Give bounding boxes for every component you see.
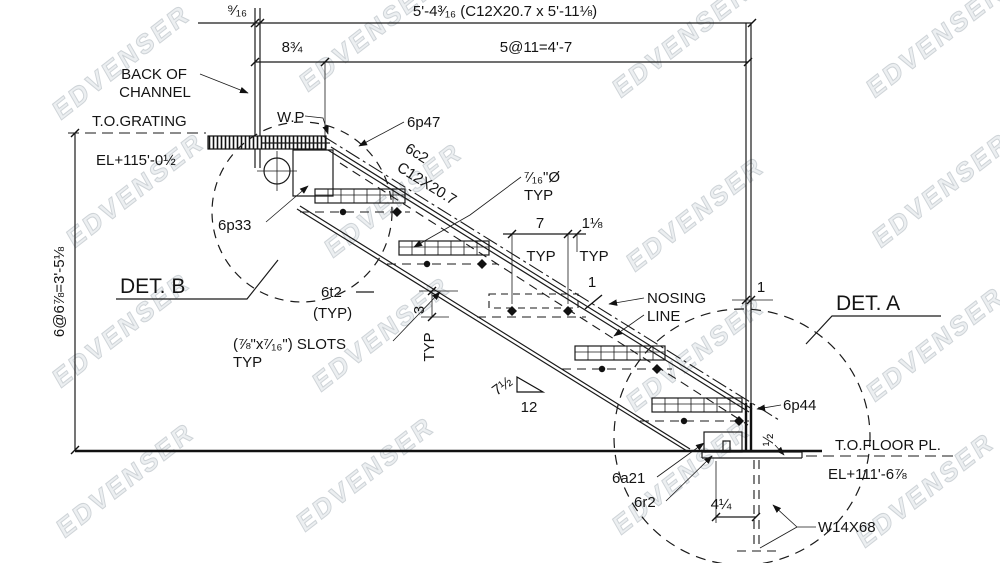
back-of-channel-callout: BACK OF CHANNEL: [119, 66, 249, 101]
angle-6a21-label: 6a21: [612, 470, 645, 487]
plate-6p47-label: 6p47: [407, 114, 440, 131]
tread-1: [300, 188, 410, 217]
dim-riser-total: 6@6⅞=3'-5⅛: [51, 246, 68, 337]
slots-label: (⅞"x⁷⁄₁₆") SLOTS: [233, 336, 346, 353]
left-dimension: 6@6⅞=3'-5⅛ T.O.GRATING EL+115'-0½: [51, 113, 206, 455]
tread-5: [640, 397, 749, 426]
stair-base: 6p44 6a21 6r2 ½: [612, 397, 816, 511]
tread-4: [562, 345, 672, 374]
dim-3-label: 3: [411, 306, 428, 314]
plate-6p44-label: 6p44: [783, 397, 816, 414]
dim-1-nosing-label: 1: [588, 274, 596, 291]
detail-a: DET. A: [613, 292, 941, 563]
el-grating-label: EL+115'-0½: [96, 152, 176, 169]
beam-label: W14X68: [818, 519, 876, 536]
plate-6p33-callout: 6p33: [218, 185, 309, 234]
tread-mark-callout: 6t2 (TYP): [313, 284, 374, 322]
nosing-line: [322, 135, 780, 421]
slots-callout: (⅞"x⁷⁄₁₆") SLOTS TYP: [233, 291, 441, 371]
top-bent-plate-detail: [257, 142, 334, 197]
plate-6p47-callout: 6p47: [358, 114, 440, 147]
dim-4-14-label: 4¼: [711, 496, 732, 513]
nosing-label-1: NOSING: [647, 290, 706, 307]
dim-3-typ: 3 TYP: [411, 286, 458, 362]
slope-symbol: 7½ 12: [489, 373, 546, 416]
tread-spacing-dimension: 7 TYP 1⅛ TYP: [503, 215, 609, 304]
slope-run-label: 12: [521, 399, 538, 416]
dim-1-18: 1⅛: [582, 215, 603, 232]
detail-a-label: DET. A: [836, 292, 900, 315]
dim-9-16: ⁹⁄₁₆: [227, 2, 247, 19]
work-point-label: W.P: [277, 109, 305, 126]
floor-and-beam: 4¼ W14X68: [75, 449, 876, 552]
nosing-label-2: LINE: [647, 308, 680, 325]
treads: [300, 188, 749, 426]
hole-typ-label: TYP: [524, 187, 553, 204]
extension-lines: [254, 8, 753, 452]
el-floor-label: EL+111'-6⅞: [828, 466, 907, 483]
tread-mark-label: 6t2: [321, 284, 342, 301]
nosing-callout: NOSING LINE: [608, 290, 706, 337]
slope-rise-label: 7½: [489, 373, 516, 399]
tread-2: [387, 240, 497, 269]
tread-3-hidden: [477, 293, 586, 318]
dim-1-nosing: 1: [584, 274, 603, 310]
dim-7-typ: TYP: [526, 248, 555, 265]
to-floor-label: T.O.FLOOR PL.: [835, 437, 941, 454]
dim-1-18-typ: TYP: [579, 248, 608, 265]
stringer-mark-labels: 6c2 C12X20.7: [394, 140, 460, 209]
dim-overall: 5'-4³⁄₁₆ (C12X20.7 x 5'-11⅛): [413, 3, 597, 20]
dim-half-label: ½: [760, 433, 777, 446]
dim-1-column-label: 1: [757, 279, 765, 296]
dim-7: 7: [536, 215, 544, 232]
back-of-channel-label-1: BACK OF: [121, 66, 187, 83]
floor-elevation-note: T.O.FLOOR PL. EL+111'-6⅞: [806, 437, 958, 483]
slots-typ-label: TYP: [233, 354, 262, 371]
detail-b: DET. B: [116, 121, 393, 303]
back-of-channel-label-2: CHANNEL: [119, 84, 191, 101]
dim-3-typ-label: TYP: [421, 332, 438, 361]
dim-tread-spacing: 5@11=4'-7: [500, 39, 572, 56]
detail-b-label: DET. B: [120, 275, 185, 298]
dim-1-column: 1: [732, 279, 773, 305]
rod-6r2-label: 6r2: [634, 494, 656, 511]
plate-6p33-label: 6p33: [218, 217, 251, 234]
dim-8-34: 8¾: [282, 39, 303, 56]
hole-callout: ⁷⁄₁₆"Ø TYP: [413, 169, 560, 248]
top-dimensions: 5'-4³⁄₁₆ (C12X20.7 x 5'-11⅛) ⁹⁄₁₆ 8¾ 5@1…: [198, 2, 757, 67]
to-grating-label: T.O.GRATING: [92, 113, 187, 130]
stringer-size-label: C12X20.7: [394, 159, 460, 209]
work-point-callout: W.P: [277, 109, 329, 135]
hole-dia-label: ⁷⁄₁₆"Ø: [524, 169, 560, 186]
tread-mark-typ-label: (TYP): [313, 305, 352, 322]
